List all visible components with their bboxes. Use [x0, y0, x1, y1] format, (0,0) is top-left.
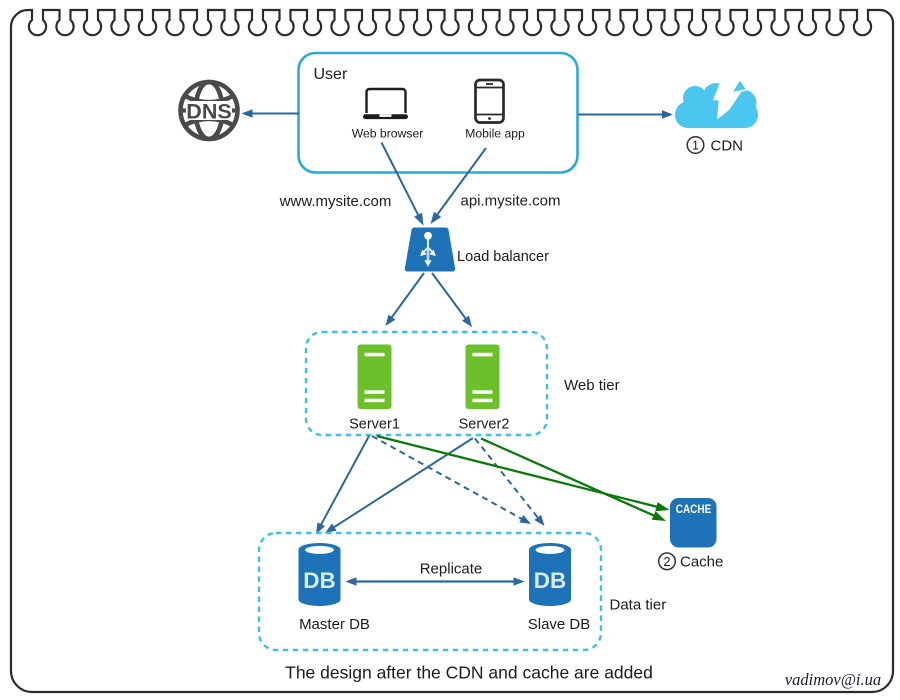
svg-text:2: 2 [664, 555, 671, 569]
svg-text:www.mysite.com: www.mysite.com [279, 193, 392, 210]
svg-text:User: User [314, 66, 348, 83]
svg-text:Mobile app: Mobile app [465, 127, 525, 141]
svg-text:DNS: DNS [186, 100, 231, 124]
svg-text:Web browser: Web browser [352, 127, 424, 141]
svg-text:CDN: CDN [711, 138, 744, 155]
svg-text:Web tier: Web tier [564, 377, 620, 394]
svg-text:DB: DB [303, 568, 336, 593]
svg-text:vadimov@i.ua: vadimov@i.ua [785, 670, 881, 689]
svg-text:Server1: Server1 [349, 417, 400, 433]
svg-text:Replicate: Replicate [420, 561, 483, 578]
svg-text:DB: DB [534, 568, 567, 593]
svg-text:Cache: Cache [680, 554, 723, 571]
svg-text:CACHE: CACHE [676, 502, 712, 516]
svg-text:1: 1 [692, 139, 699, 153]
svg-text:Load balancer: Load balancer [457, 249, 549, 265]
svg-text:api.mysite.com: api.mysite.com [460, 193, 560, 210]
svg-text:Master DB: Master DB [299, 616, 370, 633]
svg-text:Server2: Server2 [459, 417, 510, 433]
svg-text:The design after the CDN and c: The design after the CDN and cache are a… [285, 663, 653, 683]
svg-text:Slave DB: Slave DB [528, 616, 591, 633]
svg-text:Data tier: Data tier [610, 597, 667, 614]
